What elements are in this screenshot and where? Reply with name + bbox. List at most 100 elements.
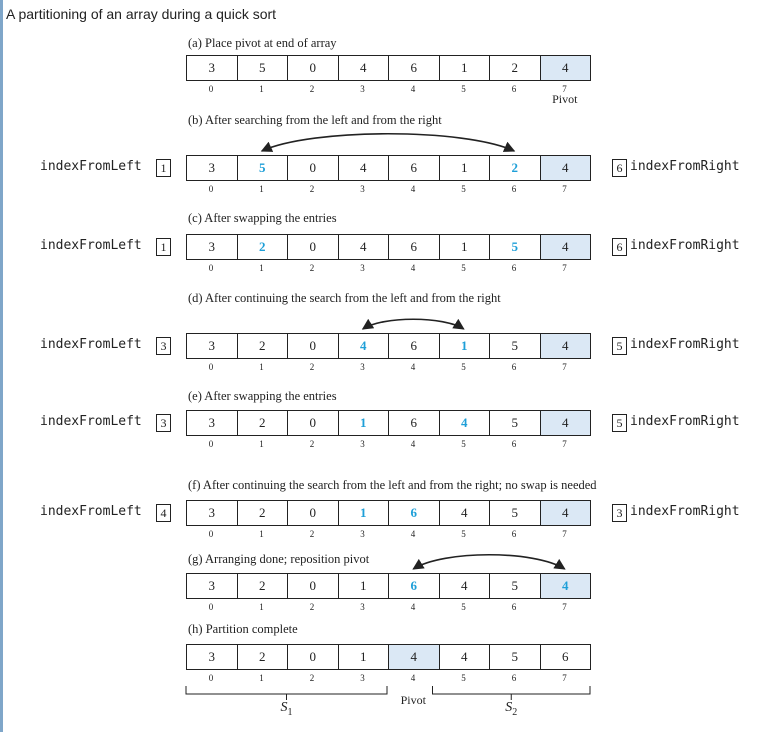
index-from-left-value: 1 xyxy=(156,159,171,177)
index-label: 6 xyxy=(511,184,517,194)
swap-arrow xyxy=(361,318,465,330)
index-label: 4 xyxy=(410,184,416,194)
pivot-caption: Pivot xyxy=(552,92,578,106)
index-label: 4 xyxy=(410,529,416,539)
array-cell: 5 xyxy=(236,155,288,181)
s2-bracket xyxy=(432,686,591,700)
index-label: 0 xyxy=(208,673,214,683)
index-label: 6 xyxy=(511,602,517,612)
index-label: 4 xyxy=(410,602,416,612)
index-label: 0 xyxy=(208,439,214,449)
array-cell: 4 xyxy=(438,573,490,599)
array-cell: 6 xyxy=(388,155,440,181)
array-cell: 3 xyxy=(186,500,238,526)
step-label-g: (g) Arranging done; reposition pivot xyxy=(188,552,370,566)
index-from-right-value: 5 xyxy=(612,337,627,355)
array-cell: 4 xyxy=(539,234,591,260)
step-label-f: (f) After continuing the search from the… xyxy=(188,478,597,492)
index-label: 5 xyxy=(461,184,466,194)
index-label: 6 xyxy=(511,529,517,539)
index-label: 4 xyxy=(410,673,416,683)
index-label: 0 xyxy=(208,602,214,612)
index-label: 2 xyxy=(309,673,315,683)
array-cell: 5 xyxy=(489,644,541,670)
array-cell: 2 xyxy=(489,55,541,81)
index-from-right-value: 3 xyxy=(612,504,627,522)
index-label: 5 xyxy=(461,529,466,539)
array-cell: 2 xyxy=(489,155,541,181)
array-cell: 3 xyxy=(186,644,238,670)
index-from-right-label: indexFromRight xyxy=(630,238,740,253)
step-label-c: (c) After swapping the entries xyxy=(188,211,337,225)
index-label: 2 xyxy=(309,439,315,449)
index-label: 4 xyxy=(410,362,416,372)
index-label: 6 xyxy=(511,362,517,372)
index-label: 6 xyxy=(511,84,517,94)
index-label: 7 xyxy=(562,184,567,194)
array-cell: 5 xyxy=(489,410,541,436)
index-label: 5 xyxy=(461,362,466,372)
index-label: 6 xyxy=(511,263,517,273)
index-label: 7 xyxy=(562,439,567,449)
array-cell: 2 xyxy=(236,333,288,359)
array-cell: 5 xyxy=(489,573,541,599)
array-cell: 4 xyxy=(438,500,490,526)
index-label: 3 xyxy=(360,529,365,539)
array-cell: 5 xyxy=(489,333,541,359)
index-label: 3 xyxy=(360,439,365,449)
array-cell: 0 xyxy=(287,644,339,670)
index-label: 5 xyxy=(461,439,466,449)
array-cell: 6 xyxy=(539,644,591,670)
index-label: 4 xyxy=(410,84,416,94)
index-label: 1 xyxy=(259,263,264,273)
index-label: 3 xyxy=(360,263,365,273)
index-label: 4 xyxy=(410,439,416,449)
left-border xyxy=(0,0,3,732)
array-cell: 0 xyxy=(287,410,339,436)
s1-bracket xyxy=(185,686,388,700)
swap-arrow xyxy=(412,554,566,570)
array-cell: 4 xyxy=(539,155,591,181)
index-label: 1 xyxy=(259,602,264,612)
index-from-left-label: indexFromLeft xyxy=(40,414,142,429)
array-cell: 6 xyxy=(388,500,440,526)
step-label-d: (d) After continuing the search from the… xyxy=(188,291,501,305)
index-from-right-label: indexFromRight xyxy=(630,414,740,429)
index-label: 2 xyxy=(309,529,315,539)
index-label: 3 xyxy=(360,84,365,94)
index-label: 5 xyxy=(461,84,466,94)
array-cell: 0 xyxy=(287,234,339,260)
index-label: 0 xyxy=(208,263,214,273)
step-label-e: (e) After swapping the entries xyxy=(188,389,337,403)
array-cell: 4 xyxy=(388,644,440,670)
array-cell: 6 xyxy=(388,410,440,436)
index-label: 6 xyxy=(511,439,517,449)
index-label: 5 xyxy=(461,602,466,612)
array-cell: 6 xyxy=(388,333,440,359)
array-cell: 3 xyxy=(186,333,238,359)
index-label: 7 xyxy=(562,84,567,94)
array-cell: 3 xyxy=(186,155,238,181)
swap-arrow xyxy=(260,133,516,152)
s2-label-subscript: 2 xyxy=(512,706,518,718)
index-label: 1 xyxy=(259,84,264,94)
pivot-bottom-label: Pivot xyxy=(400,693,426,707)
index-label: 3 xyxy=(360,673,365,683)
array-cell: 4 xyxy=(539,573,591,599)
array-cell: 2 xyxy=(236,500,288,526)
index-from-right-label: indexFromRight xyxy=(630,159,740,174)
index-from-right-value: 6 xyxy=(612,159,627,177)
array-cell: 3 xyxy=(186,234,238,260)
array-cell: 5 xyxy=(489,234,541,260)
array-cell: 2 xyxy=(236,573,288,599)
array-cell: 6 xyxy=(388,573,440,599)
array-cell: 4 xyxy=(337,55,389,81)
index-label: 1 xyxy=(259,184,264,194)
index-label: 7 xyxy=(562,529,567,539)
index-from-left-value: 1 xyxy=(156,238,171,256)
array-cell: 1 xyxy=(337,644,389,670)
index-label: 7 xyxy=(562,362,567,372)
array-cell: 6 xyxy=(388,55,440,81)
index-from-left-value: 3 xyxy=(156,337,171,355)
index-label: 3 xyxy=(360,184,365,194)
